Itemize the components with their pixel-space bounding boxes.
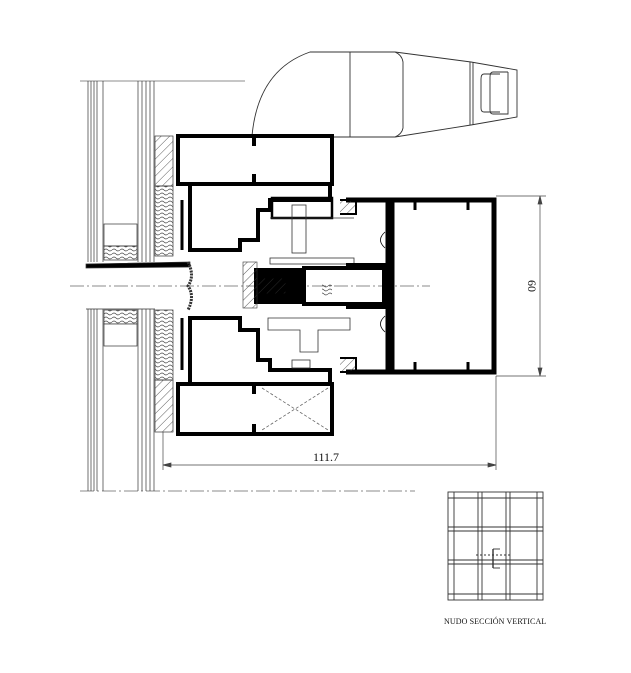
dimension-height-label: 60: [525, 280, 539, 292]
dimension-width-label: 111.7: [313, 450, 339, 464]
lower-frame-profile: [176, 316, 334, 436]
dimension-height: [495, 195, 546, 470]
boundary-lines: [80, 80, 415, 492]
upper-frame-profile: [176, 134, 334, 252]
glazing-lower: [86, 308, 174, 491]
dimension-width: [162, 432, 497, 470]
fixed-frame: [340, 197, 497, 375]
central-mechanism: [186, 204, 386, 369]
key-plan-grid: [447, 491, 544, 601]
glazing-upper: [85, 81, 191, 269]
drawing-title: NUDO SECCIÓN VERTICAL: [444, 617, 547, 626]
handle-icon: [251, 51, 518, 138]
